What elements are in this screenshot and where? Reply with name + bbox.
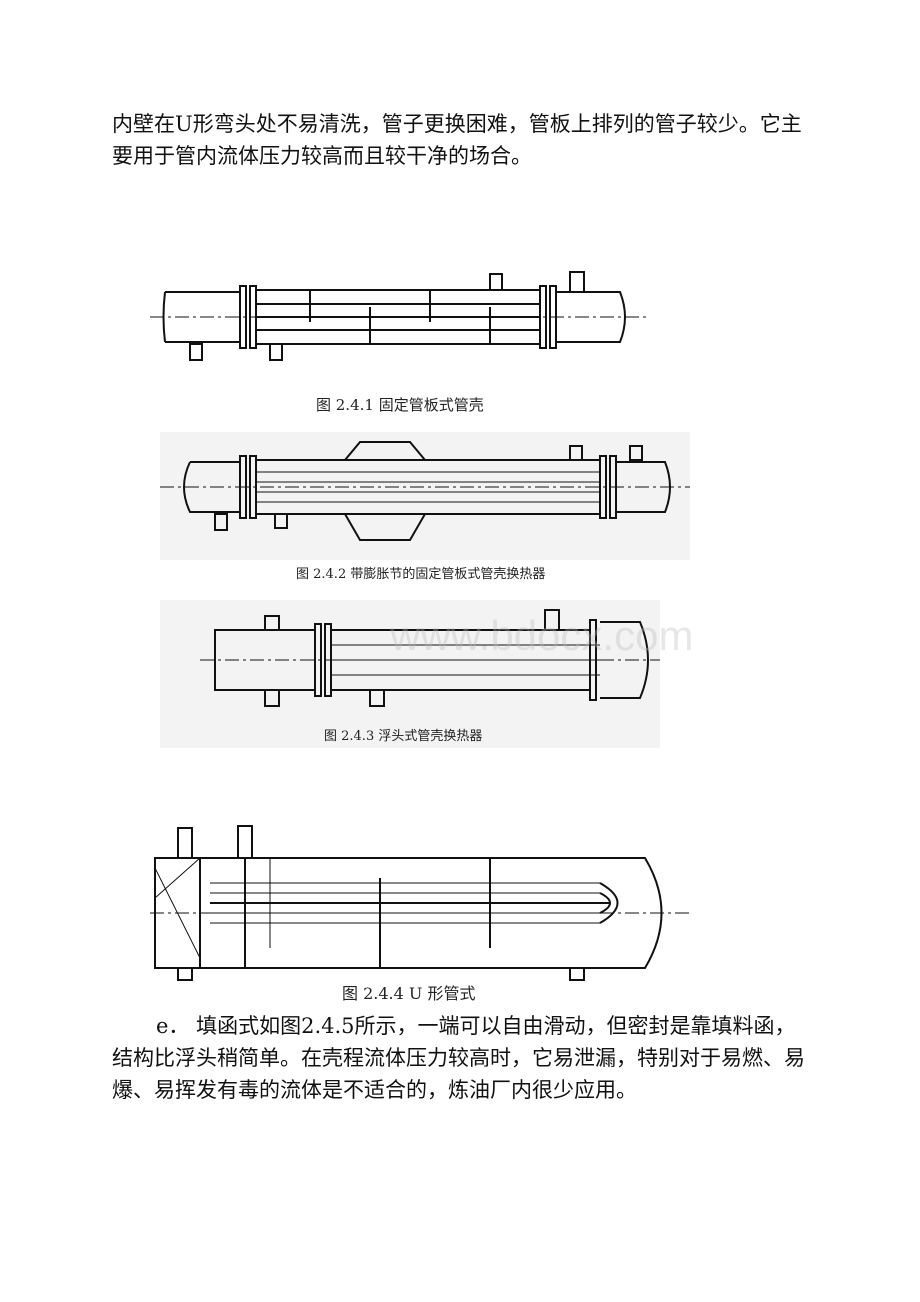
- figure-caption-4: 图 2.4.4 U 形管式: [342, 984, 476, 1003]
- figure-floating-head: www.bdocx.com: [160, 600, 693, 748]
- paragraph-2: e． 填函式如图2.4.5所示，一端可以自由滑动，但密封是靠填料函，结构比浮头稍…: [112, 1010, 812, 1106]
- figure-fixed-tube-sheet: [150, 271, 650, 361]
- figure-caption-1: 图 2.4.1 固定管板式管壳: [316, 396, 484, 414]
- figure-caption-3: 图 2.4.3 浮头式管壳换热器: [324, 729, 483, 744]
- watermark-text: www.bdocx.com: [389, 612, 693, 659]
- paragraph-2-text: e． 填函式如图2.4.5所示，一端可以自由滑动，但密封是靠填料函，结构比浮头稍…: [112, 1014, 805, 1102]
- paragraph-1: 内壁在U形弯头处不易清洗，管子更换困难，管板上排列的管子较少。它主要用于管内流体…: [112, 112, 802, 168]
- figure-expansion-joint: [160, 432, 690, 560]
- figure-caption-2: 图 2.4.2 带膨胀节的固定管板式管壳换热器: [296, 567, 546, 582]
- figure-u-tube: [150, 825, 690, 981]
